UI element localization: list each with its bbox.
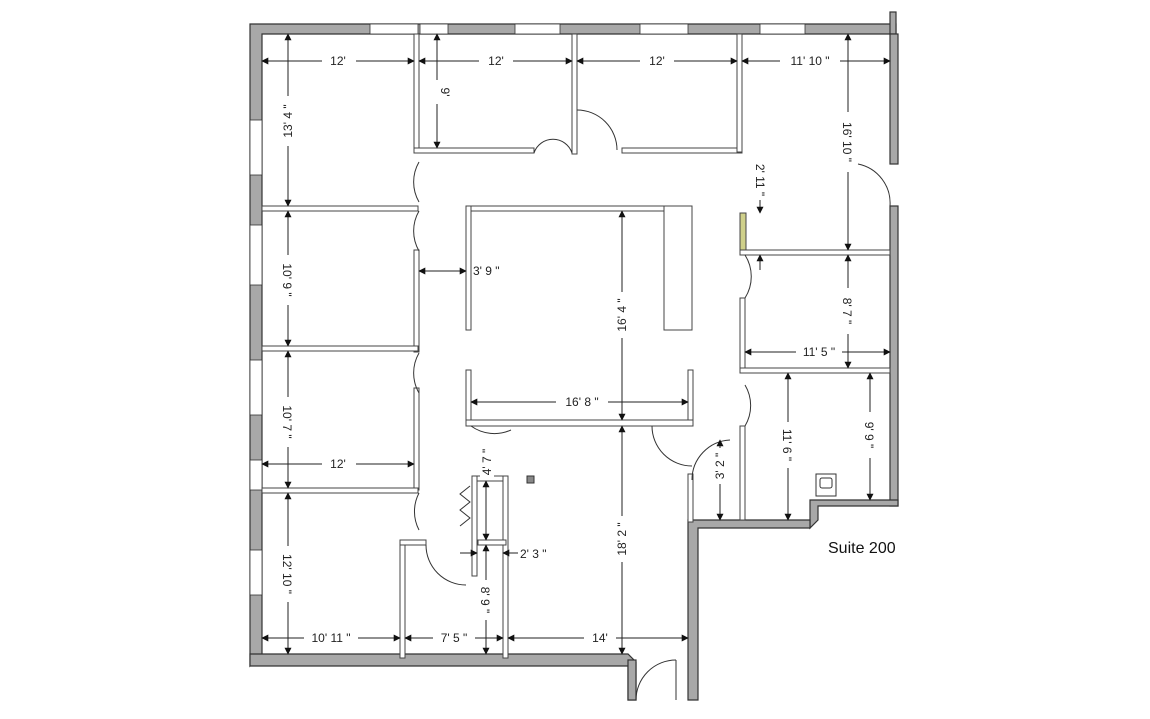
dim-bottom-room2-depth: 8' 9 "	[478, 587, 492, 614]
dimension-labels: 12' 12' 12' 11' 10 " 9' 13' 4 " 10' 9 " …	[280, 53, 877, 646]
dim-lobby-depth: 18' 2 "	[615, 522, 629, 555]
dim-left-room3-depth: 10' 7 "	[280, 405, 294, 438]
dim-top-room2-depth: 9'	[438, 88, 452, 97]
interior-walls	[261, 33, 891, 659]
dim-right-mid-depth: 8' 7 "	[840, 298, 854, 325]
dim-bottom-room3-width: 14'	[592, 631, 608, 645]
dim-bottom-room2-width: 7' 5 "	[441, 631, 468, 645]
dim-closet-depth: 4' 7 "	[480, 449, 494, 476]
dim-top-room4-width: 11' 10 "	[790, 54, 829, 68]
dim-top-room2-width: 12'	[488, 54, 504, 68]
dim-kitchen-depth: 9' 9 "	[862, 422, 876, 449]
dim-left-room3-width: 12'	[330, 457, 346, 471]
exterior-walls	[249, 11, 899, 701]
dim-center-depth: 16' 4 "	[615, 298, 629, 331]
dim-top-room1-width: 12'	[330, 54, 346, 68]
dim-left-room4-depth: 12' 10 "	[280, 554, 294, 594]
dim-closet-width: 3' 2 "	[713, 453, 727, 480]
dim-top-room3-width: 12'	[649, 54, 665, 68]
dim-center-width: 16' 8 "	[565, 395, 598, 409]
dim-small-gap: 2' 11 "	[753, 164, 767, 196]
suite-label: Suite 200	[828, 540, 896, 557]
dim-closet2-width: 2' 3 "	[520, 547, 547, 561]
dim-right-room-depth: 16' 10 "	[840, 122, 854, 162]
dim-right-mid-width: 11' 5 "	[803, 345, 835, 359]
dim-left-room2-depth: 10' 9 "	[280, 263, 294, 296]
dim-right-lower-depth: 11' 6 "	[780, 429, 794, 461]
dim-corridor-width: 3' 9 "	[473, 264, 500, 278]
dim-left-room1-depth: 13' 4 "	[281, 104, 295, 137]
dim-bottom-room1-width: 10' 11 "	[311, 631, 350, 645]
